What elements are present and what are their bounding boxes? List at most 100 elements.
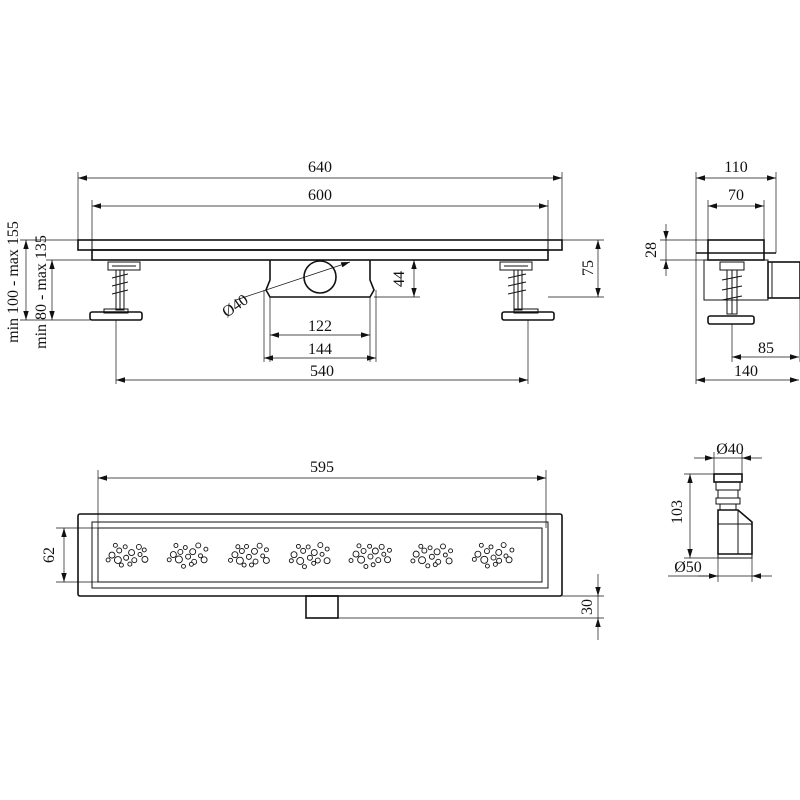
grate-bubble [141, 555, 149, 563]
grate-bubble [442, 552, 448, 558]
channel-body [91, 249, 549, 261]
grate-bubble [238, 548, 245, 554]
grate-bubble [305, 544, 311, 550]
grate-bubble [203, 546, 209, 552]
grate-bubble [348, 558, 354, 563]
dim-outlet-outer-width: 144 [308, 341, 332, 358]
leader-outlet-diameter [235, 261, 351, 301]
dim-outlet-offset: 85 [758, 340, 774, 357]
grate-bubble [241, 562, 247, 568]
grate-bubble [262, 557, 270, 564]
siphon-view: Ø40 103 Ø50 [668, 441, 772, 582]
grate-bubble [410, 558, 416, 564]
grate-bubble [123, 554, 130, 561]
dim-outlet-height: 44 [391, 271, 408, 287]
grate-bubble [425, 563, 431, 569]
grate-bubble [189, 548, 197, 556]
dim-siphon-top-diameter: Ø40 [716, 441, 744, 458]
siphon-cap [713, 473, 743, 483]
grate-bubble [169, 551, 177, 559]
right-adjustable-foot [499, 261, 555, 321]
grate-bubble [245, 553, 252, 560]
grate-bubble [302, 564, 307, 570]
grate-bubble [412, 550, 420, 558]
grate-bubble [432, 562, 438, 568]
grate-bubble [113, 556, 122, 564]
grate-bubble [471, 556, 477, 562]
grate-bubble [484, 563, 490, 569]
grate-bubble [105, 557, 111, 563]
dim-channel-width: 70 [728, 187, 744, 204]
grate-bubble [367, 553, 374, 560]
grate-bubble [256, 542, 263, 549]
drain-flange [77, 239, 563, 251]
grate-bubble [356, 543, 362, 549]
dim-level-range-lower: min 80 - max 135 [33, 235, 50, 349]
siphon-body [717, 509, 753, 555]
left-adjustable-foot [89, 261, 143, 321]
grate-bubble [198, 553, 203, 559]
grate-bubble [182, 545, 188, 550]
grate-bubble [370, 562, 376, 568]
grate-bubble [141, 547, 147, 553]
grate-bubble [122, 544, 128, 550]
grate-bubble [181, 563, 186, 569]
grate-bubble [483, 548, 490, 555]
grate-bubble [288, 558, 294, 564]
grate-bubble [324, 546, 330, 552]
grate-bubble [509, 547, 515, 553]
grate-bubble [480, 555, 489, 564]
dim-flange-width: 110 [724, 159, 747, 176]
dim-siphon-bottom-diameter: Ø50 [674, 559, 702, 576]
dim-outlet-diameter: Ø40 [219, 291, 251, 321]
grate-bubble [166, 557, 172, 563]
grate-bubble [418, 556, 427, 565]
grate-bubble [314, 557, 321, 564]
side-foot [707, 315, 755, 325]
dim-outlet-projection: 30 [579, 599, 596, 615]
grate-bubble [235, 556, 244, 565]
grate-bubble [116, 547, 123, 554]
grate-bubble [445, 557, 453, 565]
top-view: 595 62 30 [41, 459, 604, 640]
dim-siphon-height: 103 [669, 500, 686, 524]
grate-bubble [135, 543, 142, 550]
grate-panel [97, 527, 543, 583]
grate-bubble [427, 545, 433, 551]
grate-bubble [295, 543, 301, 549]
side-outlet [767, 261, 800, 299]
grate-bubble [235, 544, 241, 550]
grate-bubble [263, 547, 269, 553]
grate-bubble [300, 547, 307, 554]
grate-bubble [375, 557, 382, 564]
grate-bubble [310, 549, 318, 557]
outlet-pipe [303, 260, 337, 294]
grate-bubble [418, 543, 424, 549]
grate-bubble [177, 549, 184, 555]
grate-bubble [478, 542, 484, 548]
dim-grate-length: 600 [308, 187, 332, 204]
grate-bubble [290, 551, 298, 559]
grate-bubble [244, 544, 249, 549]
dim-height-total: 75 [580, 260, 597, 276]
grate-bubble [260, 553, 266, 559]
grate-bubble [421, 547, 428, 554]
grate-bubble [319, 551, 325, 557]
grate-bubble [363, 564, 369, 569]
grate-bubble [128, 549, 136, 557]
grate-bubble [174, 555, 183, 564]
grate-bubble-pattern [105, 542, 515, 570]
grate-bubble [352, 550, 360, 558]
grate-bubble [200, 556, 208, 564]
grate-bubble [474, 550, 482, 558]
grate-bubble [185, 553, 192, 560]
grate-bubble [173, 543, 179, 548]
grate-bubble [118, 562, 124, 568]
grate-bubble [496, 557, 503, 564]
grate-bubble [311, 560, 317, 566]
grate-bubble [323, 557, 331, 565]
dim-grate-width: 62 [41, 547, 58, 563]
front-view: 640 600 75 44 Ø40 122 144 540 [5, 159, 604, 384]
grate-bubble [231, 551, 239, 559]
